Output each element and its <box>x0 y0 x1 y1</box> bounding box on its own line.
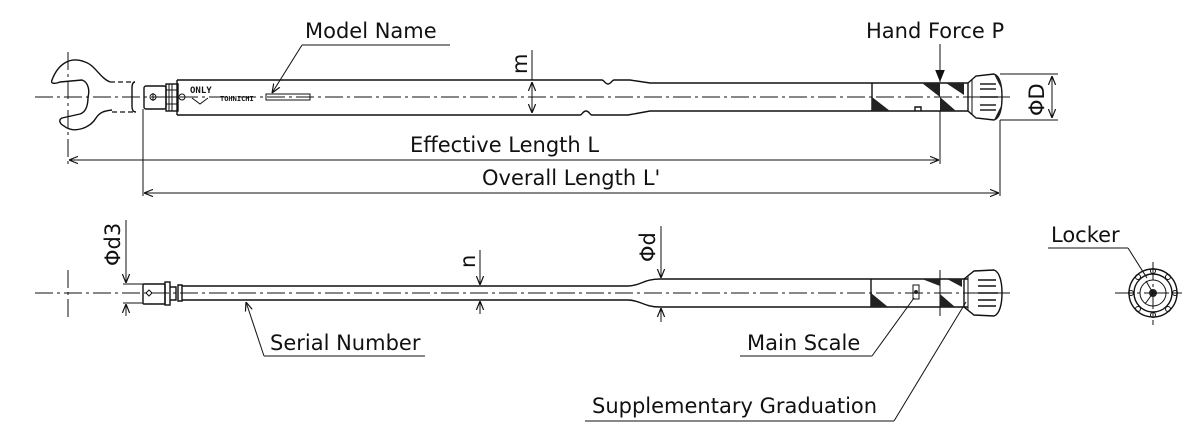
locker-label: Locker <box>1051 223 1120 247</box>
hatch-mark <box>872 97 890 111</box>
end-view-locker: Locker <box>1048 223 1182 325</box>
wrench-body-side <box>182 270 968 316</box>
grip-knob-side <box>963 269 1003 317</box>
brand-marking: TOHNICHI <box>220 95 254 103</box>
m-dimension-label: m <box>508 54 532 74</box>
spanner-head <box>50 59 137 131</box>
effective-length-label: Effective Length L <box>410 133 599 157</box>
only-marking: ONLY <box>190 86 212 96</box>
locker-leader <box>1127 247 1148 279</box>
only-arrow-icon <box>191 97 209 105</box>
main-scale-leader <box>871 297 915 357</box>
model-name-plate <box>265 93 311 101</box>
main-scale-label: Main Scale <box>747 331 860 355</box>
n-dimension-label: n <box>456 255 480 268</box>
phiD-dimension-label: ΦD <box>1025 83 1049 116</box>
hatch-mark <box>922 83 940 97</box>
side-view: Φd3 n Φd Serial Number Main Scale Supple… <box>35 220 1010 422</box>
wrench-body-top <box>176 79 968 116</box>
serial-number-label: Serial Number <box>270 331 421 355</box>
model-name-label: Model Name <box>305 19 437 43</box>
supplementary-graduation-leader <box>893 301 967 422</box>
hatch-mark <box>946 83 964 95</box>
phid3-dimension-label: Φd3 <box>101 223 125 266</box>
main-scale-dot <box>914 290 918 294</box>
top-view: ONLY TOHNICHI m ΦD Hand Force P <box>35 19 1058 196</box>
locker-notches <box>1128 268 1178 318</box>
grip-knob-top <box>967 73 1003 121</box>
phid-dimension-label: Φd <box>636 232 660 262</box>
hatch-mark <box>871 293 888 307</box>
supplementary-graduation-label: Supplementary Graduation <box>592 394 877 418</box>
serial-number-leader <box>246 302 265 357</box>
rivet-icon <box>178 93 186 101</box>
hatch-mark <box>947 279 962 287</box>
hatch-mark <box>940 294 955 307</box>
hand-force-label: Hand Force P <box>866 19 1004 43</box>
head-adapter <box>143 83 179 112</box>
side-head <box>142 281 183 306</box>
overall-length-label: Overall Length L' <box>482 166 660 190</box>
hatch-mark <box>922 279 940 286</box>
main-scale-window <box>912 284 920 300</box>
model-name-leader <box>272 44 303 93</box>
hatch-mark <box>940 97 956 111</box>
